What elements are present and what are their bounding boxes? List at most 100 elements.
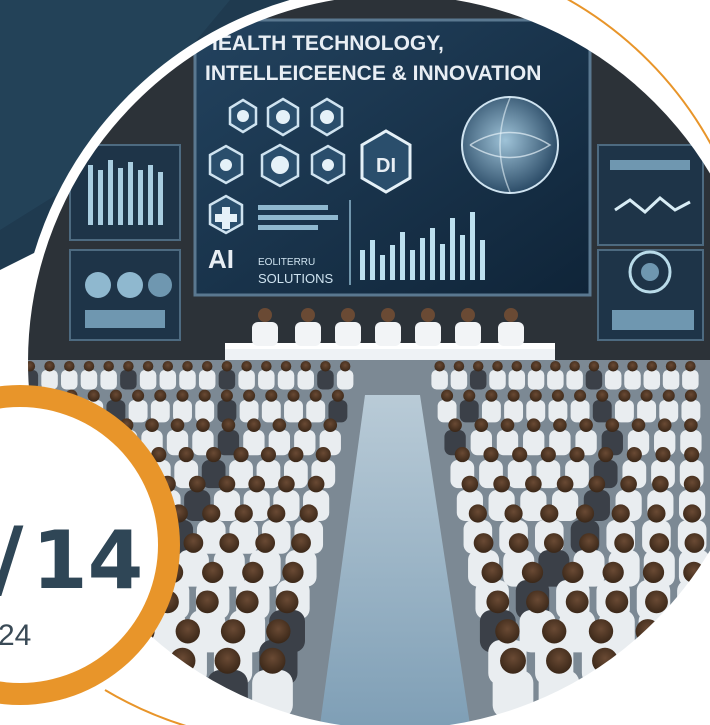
attendee-head xyxy=(220,389,233,402)
attendee-body xyxy=(659,400,679,423)
attendee-head xyxy=(154,389,167,402)
attendee-body xyxy=(675,640,710,686)
attendee-head xyxy=(300,361,311,372)
attendee-head xyxy=(265,389,278,402)
attendee-head xyxy=(201,361,213,372)
attendee-body xyxy=(624,370,641,390)
attendee-body xyxy=(159,370,177,390)
attendee-head xyxy=(683,475,701,493)
attendee-head xyxy=(588,361,600,372)
attendee-head xyxy=(87,389,100,402)
attendee-head xyxy=(546,647,572,674)
attendee-head xyxy=(468,504,487,523)
attendee-body xyxy=(243,430,265,456)
attendee-head xyxy=(243,389,256,402)
attendee-body xyxy=(213,490,241,521)
attendee-head xyxy=(662,389,675,402)
attendee-head xyxy=(434,361,445,372)
attendee-body xyxy=(41,370,58,390)
attendee-head xyxy=(500,647,526,674)
attendee-body xyxy=(139,370,157,390)
attendee-head xyxy=(298,418,312,432)
attendee-body xyxy=(192,430,214,456)
attendee-head xyxy=(640,389,653,402)
attendee-head xyxy=(266,619,291,644)
attendee-head xyxy=(196,418,210,432)
attendee-body xyxy=(239,400,259,423)
attendee-head xyxy=(206,447,222,463)
attendee-head xyxy=(188,475,206,493)
attendee-body xyxy=(520,490,547,521)
attendee-body xyxy=(100,370,117,390)
panel-speakers xyxy=(252,308,524,346)
audience-right xyxy=(431,361,710,719)
attendee-head xyxy=(511,361,523,372)
attendee-head xyxy=(684,647,710,674)
attendee-body xyxy=(592,400,612,423)
attendee-head xyxy=(83,361,95,372)
attendee-head xyxy=(315,447,331,463)
attendee-head xyxy=(267,504,286,523)
attendee-head xyxy=(574,389,587,402)
attendee-head xyxy=(109,389,122,402)
attendee-head xyxy=(602,561,624,584)
attendee-body xyxy=(173,400,192,423)
attendee-head xyxy=(588,475,606,493)
attendee-head xyxy=(483,447,499,463)
attendee-head xyxy=(682,619,707,644)
attendee-head xyxy=(685,361,696,372)
attendee-head xyxy=(221,361,233,372)
center-aisle xyxy=(320,395,470,725)
attendee-head xyxy=(657,418,672,432)
attendee-head xyxy=(607,361,619,372)
attendee-head xyxy=(530,361,542,372)
attendee-head xyxy=(614,533,635,553)
attendee-head xyxy=(278,475,295,493)
attendee-body xyxy=(496,430,519,456)
attendee-head xyxy=(202,504,221,523)
attendee-head xyxy=(521,561,544,584)
attendee-head xyxy=(454,447,470,463)
attendee-body xyxy=(549,430,571,456)
attendee-body xyxy=(552,490,579,521)
attendee-head xyxy=(162,361,174,372)
attendee-head xyxy=(235,590,259,614)
attendee-body xyxy=(676,670,710,719)
attendee-head xyxy=(645,590,668,614)
attendee-head xyxy=(195,590,219,614)
attendee-head xyxy=(652,475,669,493)
attendee-head xyxy=(526,590,549,614)
attendee-head xyxy=(219,533,240,553)
attendee-body xyxy=(258,370,275,390)
attendee-head xyxy=(218,475,236,493)
attendee-head xyxy=(605,590,629,614)
attendee-head xyxy=(655,447,671,463)
attendee-head xyxy=(540,504,559,523)
attendee-body xyxy=(61,370,78,390)
attendee-head xyxy=(493,475,510,493)
attendee-body xyxy=(504,400,524,423)
attendee-body xyxy=(469,370,487,390)
attendee-head xyxy=(556,475,574,493)
attendee-head xyxy=(103,361,114,372)
attendee-head xyxy=(248,475,266,493)
attendee-head xyxy=(646,361,658,372)
attendee-head xyxy=(683,504,702,523)
attendee-head xyxy=(145,418,159,432)
attendee-head xyxy=(221,418,236,432)
attendee-head xyxy=(542,619,567,644)
attendee-head xyxy=(331,389,344,402)
attendee-head xyxy=(247,418,261,432)
attendee-body xyxy=(547,370,564,390)
attendee-body xyxy=(538,550,570,587)
attendee-head xyxy=(507,389,520,402)
attendee-body xyxy=(481,400,501,423)
attendee-head xyxy=(508,533,529,553)
attendee-head xyxy=(618,389,631,402)
screen-globe xyxy=(461,96,559,194)
attendee-head xyxy=(307,475,325,493)
attendee-body xyxy=(229,460,253,489)
attendee-head xyxy=(255,533,276,553)
attendee-head xyxy=(474,418,489,432)
